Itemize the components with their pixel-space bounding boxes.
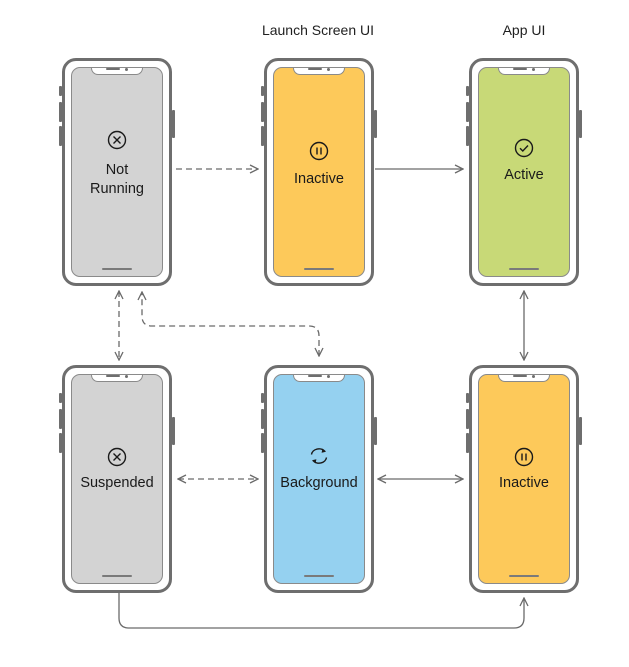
app-ui-title: App UI xyxy=(502,22,546,38)
state-label-background: Background xyxy=(280,475,358,491)
state-label-inactive-launch: Inactive xyxy=(294,171,344,187)
pause-circle-icon xyxy=(274,141,364,161)
phone-background: Background xyxy=(261,365,377,593)
launch-screen-ui-title: Launch Screen UI xyxy=(261,22,375,38)
phone-suspended: Suspended xyxy=(59,365,175,593)
x-circle-icon xyxy=(72,447,162,467)
check-circle-icon xyxy=(479,138,569,158)
state-label-suspended: Suspended xyxy=(80,475,154,491)
phone-active: Active xyxy=(466,58,582,286)
refresh-arrows-icon xyxy=(274,446,364,466)
state-label-inactive-app: Inactive xyxy=(499,475,549,491)
state-label-not-running: Not Running xyxy=(89,162,144,197)
arrow-suspended-to-inactive xyxy=(118,592,524,629)
pause-circle-icon xyxy=(479,447,569,467)
phone-inactive-app: Inactive xyxy=(466,365,582,593)
arrow-background-to-not-running xyxy=(142,292,319,356)
phone-inactive-launch: Inactive xyxy=(261,58,377,286)
phone-not-running: Not Running xyxy=(59,58,175,286)
x-circle-icon xyxy=(72,130,162,150)
state-label-active: Active xyxy=(504,167,544,183)
